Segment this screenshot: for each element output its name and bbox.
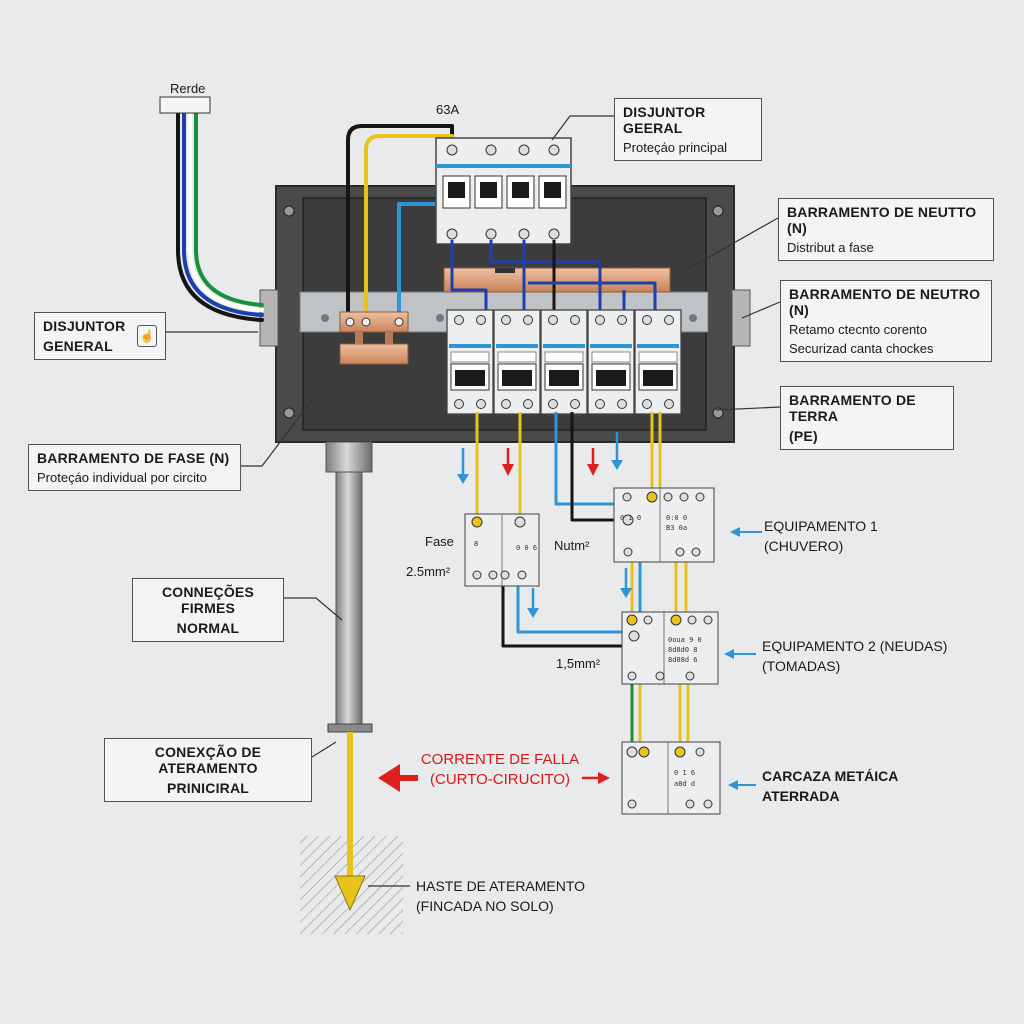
ground-rod-label: HASTE DE ATERAMENTO (FINCADA NO SOLO) bbox=[416, 876, 585, 916]
svg-text:0:0 0: 0:0 0 bbox=[666, 514, 687, 522]
equipment-1-label-line-2: (CHUVERO) bbox=[764, 538, 844, 554]
circuit-breaker-3 bbox=[540, 309, 588, 415]
phase-bar-callout-title: BARRAMENTO DE FASE (N) bbox=[37, 450, 230, 466]
neutral-busbar bbox=[443, 267, 671, 293]
circuit-breaker-5 bbox=[634, 309, 682, 415]
phase-wire-size-label: 2.5mm² bbox=[406, 564, 451, 579]
breaker-rating-label: 63A bbox=[436, 102, 460, 117]
main-breaker-feed-wires bbox=[346, 124, 454, 322]
left-breaker-callout-title: DISJUNTOR bbox=[43, 318, 126, 334]
branch-breaker: 8 0 0 6 bbox=[464, 513, 540, 587]
svg-text:0 1 0: 0 1 0 bbox=[620, 514, 641, 522]
equipment-1-device: 0 1 0 0:0 0 B3 0a bbox=[613, 487, 715, 563]
equipment-2-label: EQUIPAMENTO 2 (NEUDAS) (TOMADAS) bbox=[762, 636, 947, 676]
neutral-wire-label: Nutm² bbox=[554, 538, 590, 553]
neutral-bar-callout-2-title: BARRAMENTO DE NEUTRO (N) bbox=[789, 286, 981, 318]
neutral-bar-callout-2-subtitle-2: Securizad canta chockes bbox=[789, 341, 934, 356]
svg-text:8d08d 6: 8d08d 6 bbox=[668, 656, 698, 664]
circuit-breaker-2 bbox=[493, 309, 541, 415]
ground-rod-label-line-1: HASTE DE ATERAMENTO bbox=[416, 878, 586, 894]
svg-text:B3 0a: B3 0a bbox=[666, 524, 687, 532]
circuit-breaker-1 bbox=[446, 309, 494, 415]
current-flow-arrows bbox=[457, 432, 762, 790]
main-ground-callout: CONEXÇÃO DE ATERAMENTO PRINICIRAL bbox=[104, 738, 312, 802]
equipment-2-label-line-1: EQUIPAMENTO 2 (NEUDAS) bbox=[762, 638, 948, 654]
main-breaker bbox=[435, 137, 572, 245]
left-breaker-callout-title-2: GENERAL bbox=[43, 338, 113, 354]
equipment-2-device: 0oua 9 0 8d8d0 8 8d08d 6 bbox=[621, 611, 719, 685]
metal-casing-device: 0 1 6 a8d d bbox=[621, 741, 721, 815]
main-breaker-callout-title: DISJUNTOR GEERAL bbox=[623, 104, 706, 136]
main-ground-callout-title-2: PRINICIRAL bbox=[166, 780, 250, 796]
supply-label: Rerde bbox=[170, 81, 206, 96]
equipment-2-wire-size-label: 1,5mm² bbox=[556, 656, 601, 671]
left-breaker-callout: DISJUNTOR GENERAL ☝ bbox=[34, 312, 166, 360]
firm-connections-callout: CONNEÇÕES FIRMES NORMAL bbox=[132, 578, 284, 642]
circuit-breaker-4 bbox=[587, 309, 635, 415]
callout-leader-lines bbox=[164, 115, 781, 887]
fault-current-label: CORRENTE DE FALLA (CURTO-CIRUCITO) bbox=[420, 750, 580, 790]
neutral-bar-callout-1: BARRAMENTO DE NEUTTO (N) Distribut a fas… bbox=[778, 198, 994, 261]
phase-bar-callout: BARRAMENTO DE FASE (N) Proteçáo individu… bbox=[28, 444, 241, 491]
firm-connections-callout-title-2: NORMAL bbox=[176, 620, 240, 636]
hand-pointer-icon: ☝ bbox=[137, 325, 157, 347]
svg-text:0oua 9 0: 0oua 9 0 bbox=[668, 636, 702, 644]
main-ground-callout-title: CONEXÇÃO DE ATERAMENTO bbox=[154, 744, 262, 776]
firm-connections-callout-title: CONNEÇÕES FIRMES bbox=[161, 584, 255, 616]
svg-text:0 1 6: 0 1 6 bbox=[674, 769, 695, 777]
main-breaker-callout-subtitle: Proteçáo principal bbox=[623, 140, 728, 155]
neutral-bar-callout-2-subtitle: Retamo ctecnto corento bbox=[789, 322, 928, 337]
neutral-bar-callout-1-subtitle: Distribut a fase bbox=[787, 240, 874, 255]
fault-current-label-line-1: CORRENTE DE FALLA bbox=[420, 751, 580, 768]
fault-current-arrows bbox=[378, 764, 610, 792]
equipment-1-label-line-1: EQUIPAMENTO 1 bbox=[764, 518, 878, 534]
svg-text:0 0 6: 0 0 6 bbox=[516, 544, 537, 552]
phase-busbar-block bbox=[339, 311, 409, 365]
distribution-wires bbox=[450, 240, 657, 318]
svg-text:8: 8 bbox=[474, 540, 478, 548]
metal-casing-label-line-1: CARCAZA METÁICA bbox=[762, 768, 899, 784]
neutral-bar-callout-1-title: BARRAMENTO DE NEUTTO (N) bbox=[787, 204, 977, 236]
circuit-breakers-row bbox=[446, 309, 682, 415]
metal-casing-label-line-2: ATERRADA bbox=[762, 788, 840, 804]
supply-cable-clamp bbox=[159, 96, 211, 114]
phase-wire-label: Fase bbox=[425, 534, 454, 549]
svg-text:a8d d: a8d d bbox=[674, 780, 695, 788]
svg-text:8d8d0 8: 8d8d0 8 bbox=[668, 646, 698, 654]
earth-bar-callout-title: BARRAMENTO DE TERRA bbox=[789, 392, 916, 424]
equipment-2-label-line-2: (TOMADAS) bbox=[762, 658, 841, 674]
main-breaker-callout: DISJUNTOR GEERAL Proteçáo principal bbox=[614, 98, 762, 161]
fault-current-label-line-2: (CURTO-CIRUCITO) bbox=[430, 771, 570, 788]
neutral-bar-callout-2: BARRAMENTO DE NEUTRO (N) Retamo ctecnto … bbox=[780, 280, 992, 362]
metal-casing-label: CARCAZA METÁICA ATERRADA bbox=[762, 766, 898, 806]
incoming-supply-cable bbox=[176, 110, 264, 322]
phase-bar-callout-subtitle: Proteçáo individual por circito bbox=[37, 470, 207, 485]
earth-bar-callout-subtitle: (PE) bbox=[789, 428, 818, 444]
grounding-rod bbox=[300, 441, 403, 934]
equipment-1-label: EQUIPAMENTO 1 (CHUVERO) bbox=[764, 516, 878, 556]
ground-rod-label-line-2: (FINCADA NO SOLO) bbox=[416, 898, 554, 914]
earth-bar-callout: BARRAMENTO DE TERRA (PE) bbox=[780, 386, 954, 450]
